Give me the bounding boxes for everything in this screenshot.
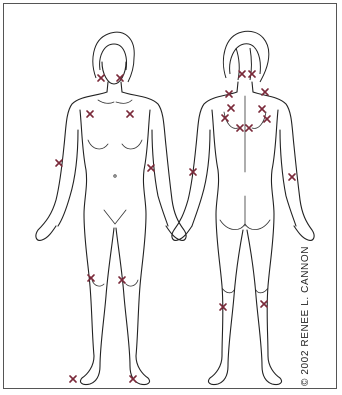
tender-point-back-scapula-lower-right: [264, 116, 270, 122]
tender-point-back-elbow-right: [289, 174, 295, 180]
tender-point-front-neck-left: [98, 75, 104, 81]
tender-point-back-shoulder-right: [262, 89, 268, 95]
tender-point-back-neck-right: [249, 71, 255, 77]
front-body-figure: [36, 32, 186, 384]
copyright-text: © 2002 RENEE L. CANNON: [300, 226, 311, 386]
tender-point-back-mid-right: [246, 125, 252, 131]
tender-point-front-elbow-right: [148, 165, 154, 171]
tender-point-back-calf-right: [261, 301, 267, 307]
tender-point-back-scapula-upper-right: [259, 106, 265, 112]
tender-point-front-elbow-left: [56, 160, 62, 166]
tender-point-front-chest-left: [87, 111, 93, 117]
tender-point-back-neck-left: [239, 71, 245, 77]
tender-point-front-ankle-right: [130, 376, 136, 382]
tender-point-front-ankle-left: [70, 376, 76, 382]
tender-point-front-chest-right: [127, 111, 133, 117]
tender-point-back-scapula-upper-left: [228, 105, 234, 111]
tender-point-markers: [56, 71, 295, 382]
back-body-figure: [172, 31, 314, 384]
